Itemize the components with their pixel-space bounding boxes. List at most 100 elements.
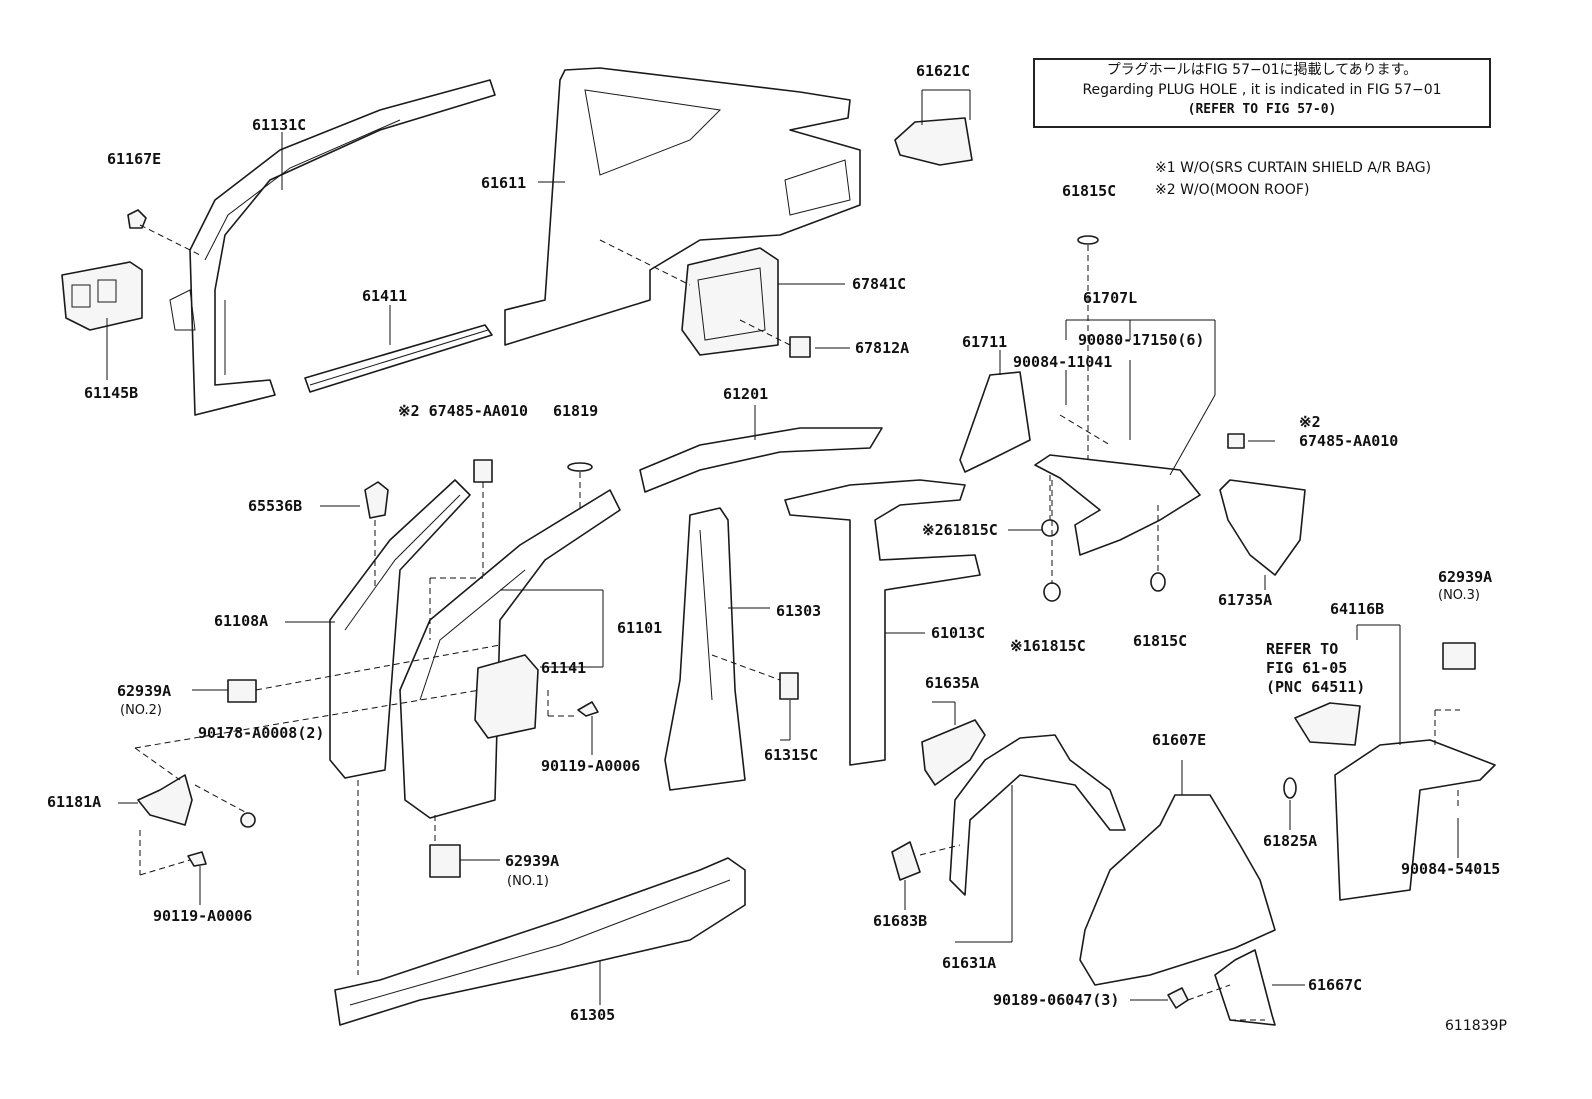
part-61315c-drawing [779,672,799,700]
part-61201-drawing [639,427,883,493]
part-61735a-drawing [1219,479,1306,576]
part-67812a-drawing [789,336,811,358]
part-61621c-drawing [894,117,973,166]
label-61631a: 61631A [942,954,996,972]
label-61141: 61141 [541,659,586,677]
label-90084-11041: 90084-11041 [1013,353,1112,371]
label-61815c-s1: ※161815C [1010,637,1086,655]
label-61201: 61201 [723,385,768,403]
part-61131c-drawing [169,79,496,416]
part-61108a-drawing [329,479,471,779]
label-refer-pnc: (PNC 64511) [1266,678,1365,696]
part-61707l-drawing [1034,454,1201,556]
label-62939a-no1: 62939A [505,852,559,870]
part-61815c-top-drawing [1077,235,1099,245]
notice-japanese: プラグホールはFIG 57−01に掲載してあります。 [1106,62,1418,78]
part-62939a-no2-drawing [227,679,257,703]
part-61167e-drawing [127,209,147,229]
label-90189-06047: 90189-06047(3) [993,991,1119,1009]
label-67485-aa010-left: ※2 67485-AA010 [398,402,528,420]
label-62939a-no3-sub: (NO.3) [1438,588,1480,603]
part-90178-nut-drawing [240,812,256,828]
label-61819: 61819 [553,402,598,420]
legend-note-1: ※1 W/O(SRS CURTAIN SHIELD A/R BAG) [1155,160,1431,176]
part-61101-drawing [399,489,621,819]
label-90119-a0006-left: 90119-A0006 [153,907,252,925]
label-62939a-no2-sub: (NO.2) [120,703,162,718]
part-61181a-drawing [137,774,193,826]
part-61815c-s1-drawing [1043,582,1061,602]
dashed-assembly-lines [134,224,1460,1021]
part-64116b-ref-drawing [1294,702,1361,746]
label-67485-aa010-right: 67485-AA010 [1299,432,1398,450]
label-61167e: 61167E [107,150,161,168]
part-61611-drawing [504,67,861,346]
part-90119-left-bolt-drawing [187,851,207,867]
label-61815c-mid: ※261815C [922,521,998,539]
part-61631a-drawing [949,734,1126,896]
part-67841c-drawing [681,247,779,356]
label-90080-17150: 90080-17150(6) [1078,331,1204,349]
part-61305-drawing [334,857,746,1026]
part-90189-clip-drawing [1167,987,1189,1009]
part-62939a-no1-drawing [429,844,461,878]
label-61315c: 61315C [764,746,818,764]
label-90084-54015: 90084-54015 [1401,860,1500,878]
part-61303-drawing [664,507,746,791]
figure-id: 611839P [1445,1018,1507,1034]
plug-hole-notice-box: プラグホールはFIG 57−01に掲載してあります。 Regarding PLU… [1033,58,1491,128]
label-67485-aa010-right-mark: ※2 [1299,413,1321,431]
label-61303: 61303 [776,602,821,620]
part-61635a-drawing [921,719,986,786]
legend-note-2: ※2 W/O(MOON ROOF) [1155,182,1309,198]
label-62939a-no1-sub: (NO.1) [507,874,549,889]
label-61683b: 61683B [873,912,927,930]
label-61145b: 61145B [84,384,138,402]
label-61607e: 61607E [1152,731,1206,749]
label-61667c: 61667C [1308,976,1362,994]
label-61707l: 61707L [1083,289,1137,307]
part-61825a-drawing [1283,777,1297,799]
notice-english: Regarding PLUG HOLE , it is indicated in… [1082,82,1442,98]
label-61013c: 61013C [931,624,985,642]
label-90178-a0008: 90178-A0008(2) [198,724,324,742]
part-64116b-drawing [1334,739,1496,901]
part-61145b-drawing [61,261,143,331]
label-62939a-no3: 62939A [1438,568,1492,586]
label-61711: 61711 [962,333,1007,351]
part-61411-drawing [304,324,493,393]
part-61141-drawing [474,654,539,739]
label-61735a: 61735A [1218,591,1272,609]
label-61411: 61411 [362,287,407,305]
label-refer-fig: FIG 61-05 [1266,659,1347,677]
part-62939a-no3-drawing [1442,642,1476,670]
part-65536b-drawing [364,481,389,519]
label-65536b: 65536B [248,497,302,515]
label-61621c: 61621C [916,62,970,80]
label-61635a: 61635A [925,674,979,692]
label-61131c: 61131C [252,116,306,134]
part-90119-mid-bolt-drawing [577,701,599,717]
label-64116b: 64116B [1330,600,1384,618]
label-61305: 61305 [570,1006,615,1024]
label-61815c-right: 61815C [1133,632,1187,650]
label-62939a-no2: 62939A [117,682,171,700]
label-61815c-top: 61815C [1062,182,1116,200]
label-61101: 61101 [617,619,662,637]
label-67841c: 67841C [852,275,906,293]
label-61611: 61611 [481,174,526,192]
label-61825a: 61825A [1263,832,1317,850]
part-labels: 61131C 61167E 61145B 61411 61611 67841C … [47,62,1507,1034]
part-67485-left-drawing [473,459,493,483]
label-61108a: 61108A [214,612,268,630]
part-61819-drawing [567,462,593,472]
label-90119-a0006-mid: 90119-A0006 [541,757,640,775]
notice-reference: (REFER TO FIG 57-0) [1187,102,1337,117]
label-61181a: 61181A [47,793,101,811]
part-61667c-drawing [1214,949,1276,1026]
part-61683b-drawing [891,841,921,881]
part-61013c-drawing [784,479,981,766]
part-67485-right-drawing [1227,433,1245,449]
part-61815c-mid-drawing [1041,519,1059,537]
